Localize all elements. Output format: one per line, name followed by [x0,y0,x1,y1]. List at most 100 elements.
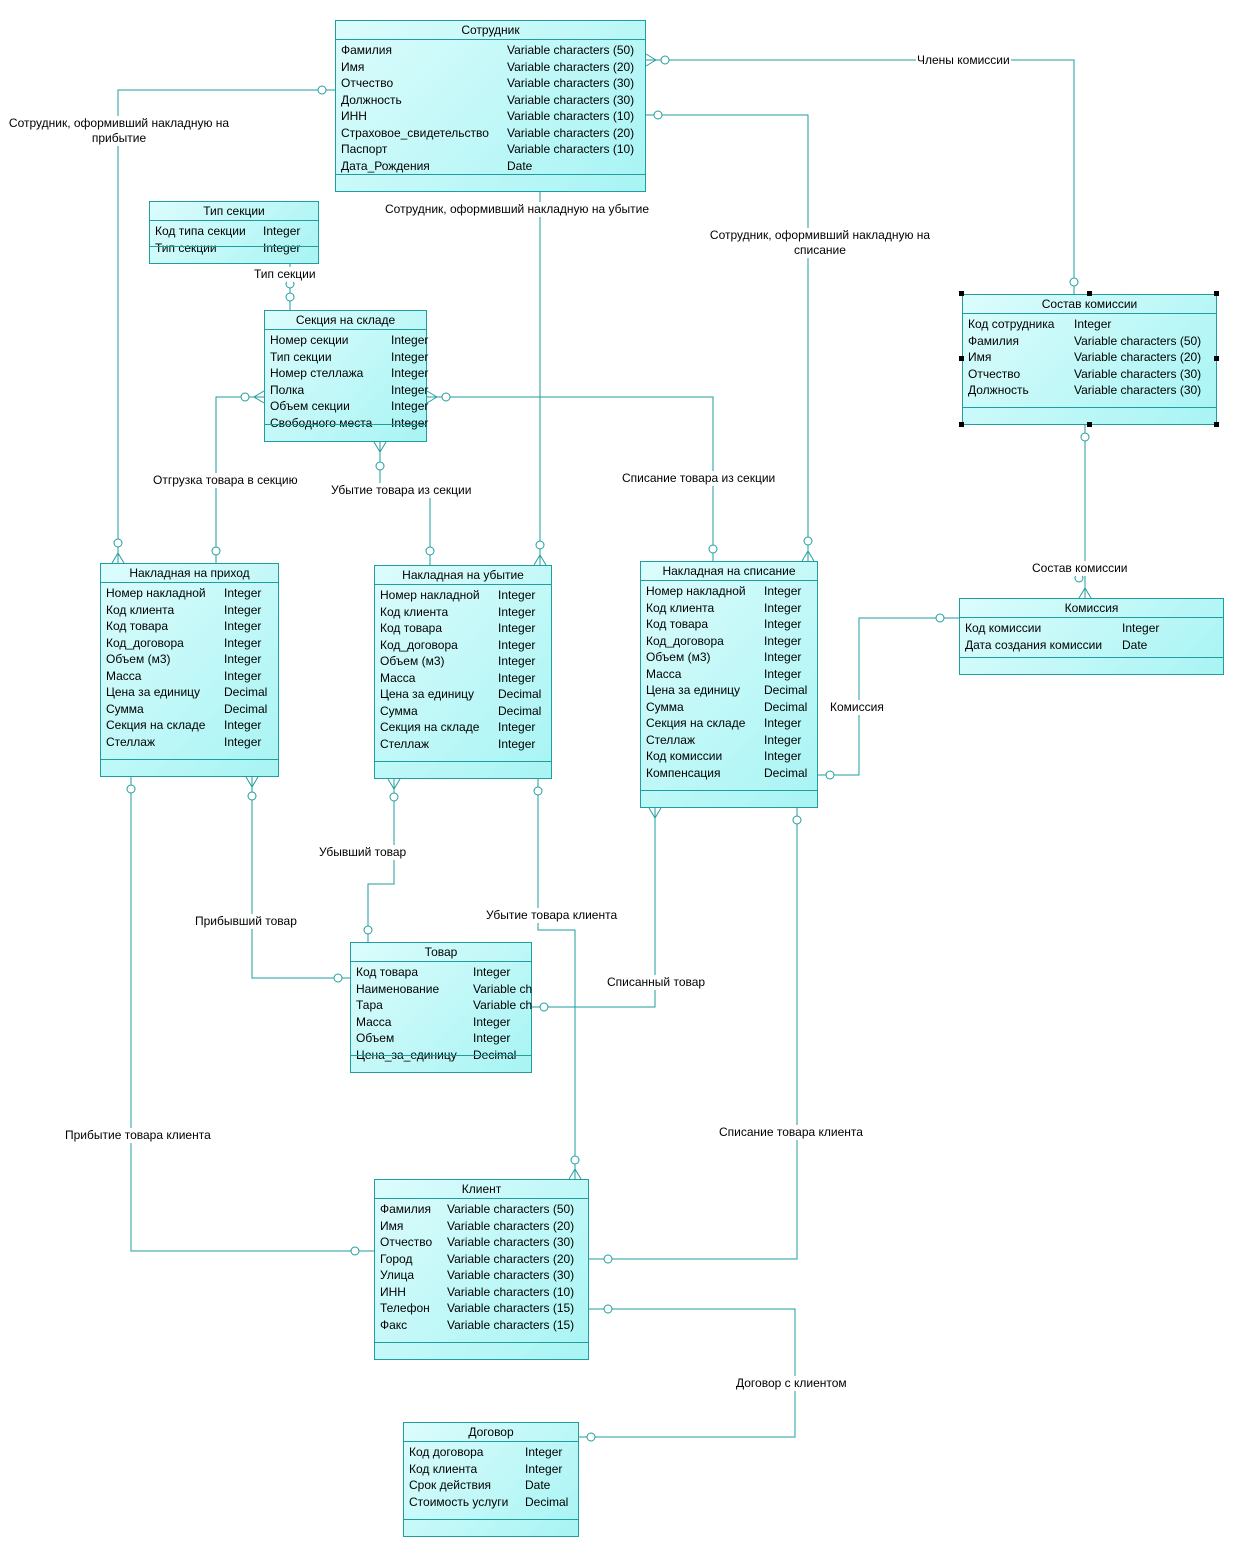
relationship-line [367,779,395,942]
selection-handle[interactable] [1214,422,1219,427]
selection-handle[interactable] [1214,291,1219,296]
attribute-name: Сумма [106,701,144,716]
attribute-row[interactable]: Объем (м3)Integer [380,653,551,670]
selection-handle[interactable] [1214,356,1219,361]
attribute-name: Стеллаж [380,736,430,751]
selection-handle[interactable] [959,291,964,296]
attribute-row[interactable]: Объем (м3)Integer [106,651,278,668]
selection-handle[interactable] [959,356,964,361]
attribute-type: Variable characters (30) [507,76,635,90]
selection-handle[interactable] [1087,422,1092,427]
selection-handle[interactable] [959,422,964,427]
attribute-type: Integer [498,621,536,635]
attribute-type: Integer [391,415,429,430]
attribute-row[interactable]: Объем (м3)Integer [646,649,817,666]
relation-label: Договор с клиентом [735,1376,848,1391]
attribute-type: Variable characters (30) [507,92,635,107]
selection-handle[interactable] [1087,291,1092,296]
